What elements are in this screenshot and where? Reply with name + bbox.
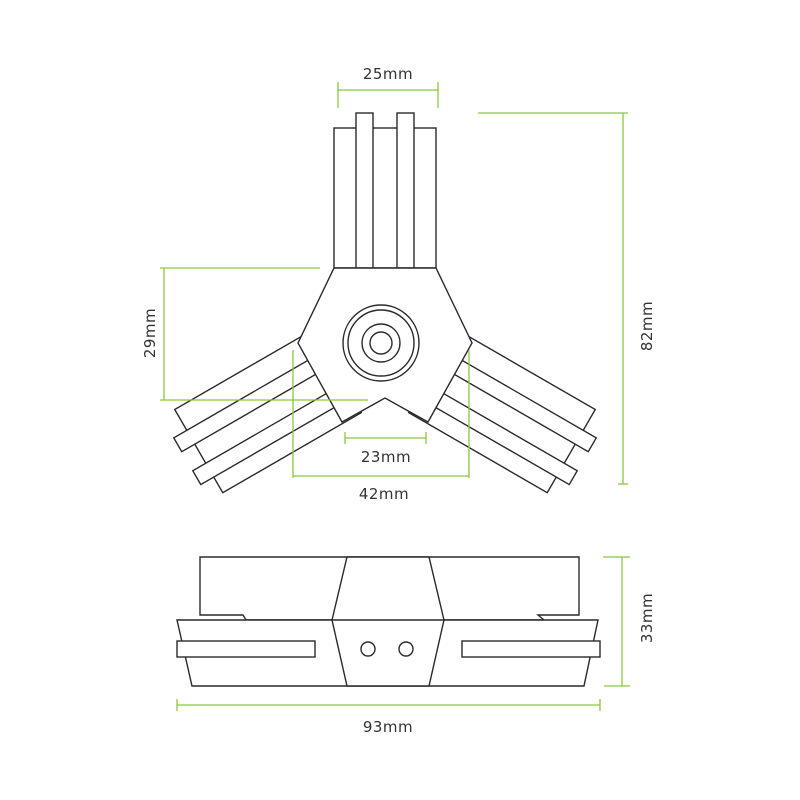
side-slot-right: [461, 640, 601, 658]
side-height-dimension: 33mm: [603, 556, 656, 687]
top-view: [172, 112, 598, 494]
side-view: [176, 556, 601, 687]
arm-height-dimension: 29mm: [141, 267, 368, 401]
side-hole-right: [398, 641, 414, 657]
outer-width-dimension: 42mm: [292, 350, 470, 503]
total-width-label: 93mm: [363, 718, 413, 736]
side-height-label: 33mm: [638, 593, 656, 643]
right-arm: [407, 328, 598, 494]
top-arm-fin-left: [355, 112, 374, 269]
side-hole-left: [360, 641, 376, 657]
hub-ring-inner: [347, 309, 415, 377]
total-height-dimension: 82mm: [478, 112, 656, 485]
total-width-dimension: 93mm: [176, 699, 601, 736]
top-width-label: 25mm: [363, 65, 413, 83]
side-slot-left: [176, 640, 316, 658]
arm-height-label: 29mm: [141, 308, 159, 358]
inner-width-label: 23mm: [361, 448, 411, 466]
top-width-dimension: 25mm: [337, 65, 439, 108]
top-arm: [333, 112, 437, 269]
hub-hole: [369, 331, 393, 355]
inner-width-dimension: 23mm: [344, 432, 427, 466]
top-arm-fin-right: [396, 112, 415, 269]
total-height-label: 82mm: [638, 301, 656, 351]
top-arm-body: [333, 127, 437, 269]
side-center-block: [331, 556, 445, 687]
outer-width-label: 42mm: [359, 485, 409, 503]
